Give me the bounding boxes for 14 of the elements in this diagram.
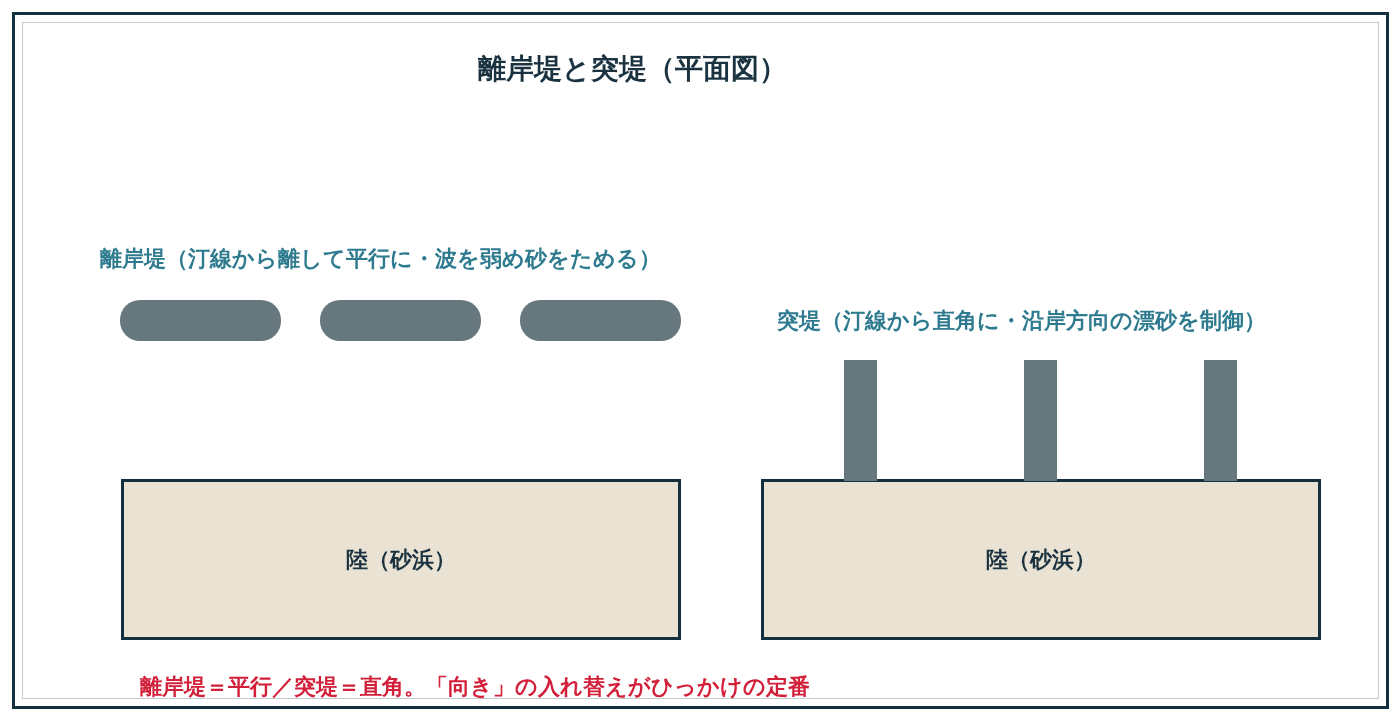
- groin-bar: [1204, 360, 1237, 481]
- breakwater-heading: 離岸堤（汀線から離して平行に・波を弱め砂をためる）: [100, 246, 661, 271]
- land-label: 陸（砂浜）: [986, 545, 1096, 574]
- groin-bar: [1024, 360, 1057, 481]
- note-text: 離岸堤＝平行／突堤＝直角。「向き」の入れ替えがひっかけの定番: [140, 674, 810, 699]
- land-area-box: [761, 479, 1321, 640]
- breakwater-bar: [520, 300, 681, 341]
- breakwater-bar: [120, 300, 281, 341]
- diagram-title: 離岸堤と突堤（平面図）: [477, 52, 787, 85]
- groin-heading: 突堤（汀線から直角に・沿岸方向の漂砂を制御）: [777, 308, 1266, 333]
- land-area-box: [121, 479, 681, 640]
- breakwater-bar: [320, 300, 481, 341]
- land-label: 陸（砂浜）: [346, 545, 456, 574]
- groin-bar: [844, 360, 877, 481]
